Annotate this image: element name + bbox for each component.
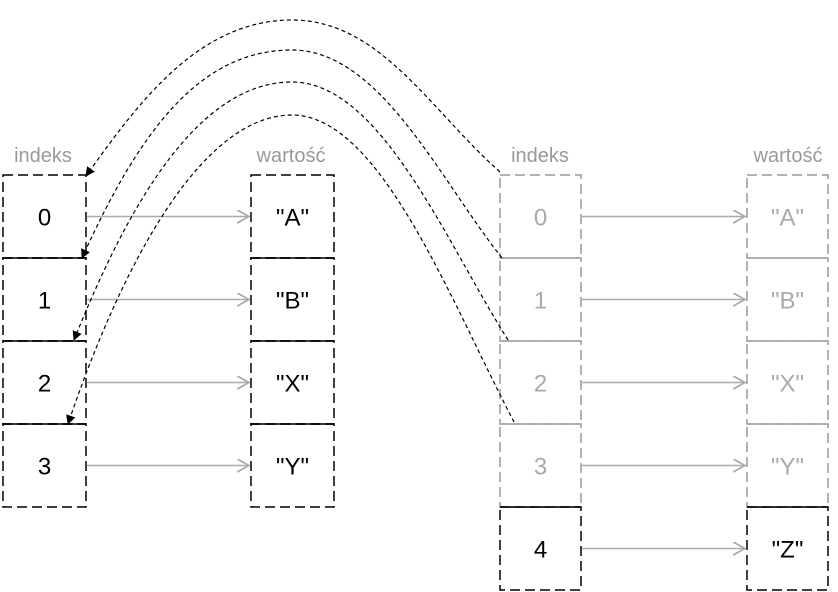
right-index-label-3: 3 [534, 454, 547, 481]
left-value-cell-0 [250, 174, 335, 259]
left-index-label-1: 1 [38, 288, 51, 315]
right-index-header: indeks [511, 145, 569, 167]
left-value-cell-2 [250, 340, 335, 425]
left-index-cell-3 [2, 423, 87, 508]
left-value-header: wartość [256, 145, 326, 167]
left-index-label-2: 2 [38, 371, 51, 398]
right-value-label-1: "B" [771, 288, 804, 315]
left-value-label-0: "A" [276, 205, 309, 232]
right-value-label-3: "Y" [771, 454, 804, 481]
right-value-cell-4 [746, 506, 829, 591]
right-index-label-4: 4 [534, 537, 547, 564]
right-value-label-2: "X" [771, 371, 804, 398]
left-value-label-3: "Y" [276, 454, 309, 481]
left-index-label-0: 0 [38, 205, 51, 232]
left-index-label-3: 3 [38, 454, 51, 481]
right-value-label-4: "Z" [772, 537, 804, 564]
left-index-cell-2 [2, 340, 87, 425]
right-index-cell-4 [499, 506, 582, 591]
copy-curve-3 [66, 114, 515, 425]
copy-curve-2 [72, 81, 509, 341]
left-index-header: indeks [14, 145, 72, 167]
right-value-header: wartość [753, 145, 823, 167]
left-index-cell-1 [2, 257, 87, 342]
right-value-label-0: "A" [771, 205, 804, 232]
right-index-label-0: 0 [534, 205, 547, 232]
left-value-label-1: "B" [276, 288, 309, 315]
left-value-label-2: "X" [276, 371, 309, 398]
right-index-label-2: 2 [534, 371, 547, 398]
copy-curve-1 [81, 49, 503, 259]
left-value-cell-1 [250, 257, 335, 342]
left-value-cell-3 [250, 423, 335, 508]
right-index-label-1: 1 [534, 288, 547, 315]
left-index-cell-0 [2, 174, 87, 259]
